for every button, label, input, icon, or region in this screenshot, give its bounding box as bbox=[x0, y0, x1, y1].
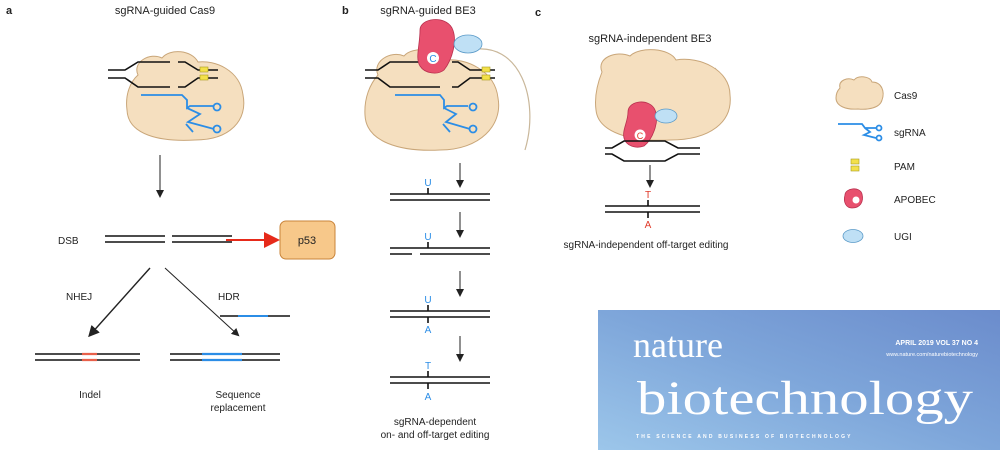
pam-icon bbox=[199, 74, 209, 81]
panel-letter-a: a bbox=[6, 5, 13, 17]
sgrna-loop bbox=[875, 124, 883, 132]
panel-letter-c: c bbox=[535, 7, 541, 19]
panel-c-title: sgRNA-independent BE3 bbox=[589, 33, 712, 45]
stage-4-dna bbox=[390, 371, 490, 389]
dsb-label: DSB bbox=[58, 236, 79, 247]
cas9-blob-icon bbox=[835, 76, 884, 110]
sgrna-loop bbox=[212, 124, 222, 134]
pam-icon bbox=[199, 66, 209, 73]
panel-a: a sgRNA-guided Cas9 DSB p53 NHEJ HDR Ind… bbox=[6, 5, 336, 414]
sgrna-icon bbox=[141, 94, 215, 133]
panel-b-title: sgRNA-guided BE3 bbox=[380, 5, 475, 17]
sgrna-loop bbox=[875, 134, 883, 142]
pam-icon bbox=[481, 74, 491, 81]
cover-title-biotechnology: biotechnology bbox=[637, 372, 973, 425]
stage-1-top-base: U bbox=[424, 178, 431, 189]
apobec-pocket bbox=[634, 129, 646, 141]
cover-tagline: THE SCIENCE AND BUSINESS OF BIOTECHNOLOG… bbox=[636, 434, 853, 440]
panel-a-title: sgRNA-guided Cas9 bbox=[115, 5, 215, 17]
p53-label: p53 bbox=[298, 235, 316, 247]
sgrna-icon bbox=[395, 94, 471, 133]
pam-icon bbox=[481, 66, 491, 73]
sgrna-loop bbox=[468, 102, 478, 112]
sgrna-loop bbox=[212, 102, 222, 112]
stage-3-dna bbox=[390, 305, 490, 323]
cover-background bbox=[598, 310, 1000, 450]
cas9-blob bbox=[595, 49, 731, 141]
edited-top-base: T bbox=[645, 190, 651, 201]
legend-label-apobec: APOBEC bbox=[894, 195, 936, 206]
edited-dna bbox=[605, 200, 700, 218]
apobec-pocket bbox=[852, 196, 860, 204]
hdr-arrow bbox=[164, 267, 240, 337]
nhej-arrow bbox=[88, 267, 151, 338]
panel-b: b sgRNA-guided BE3 C U U U A T A sgRNA-d… bbox=[342, 5, 531, 441]
apobec-base: C bbox=[637, 131, 644, 141]
stage-3-bottom-base: A bbox=[425, 325, 432, 336]
apobec-pocket bbox=[427, 52, 439, 64]
ugi-icon bbox=[453, 34, 483, 54]
dna-strand bbox=[605, 140, 700, 149]
nhej-label: NHEJ bbox=[66, 292, 92, 303]
dsb-dna bbox=[105, 235, 232, 243]
cas9-blob bbox=[364, 49, 500, 151]
panel-letter-b: b bbox=[342, 5, 349, 17]
panel-c: c sgRNA-independent BE3 C T A sgRNA-inde… bbox=[535, 7, 731, 251]
cas9-complex-a bbox=[108, 51, 245, 141]
stage-4-top-base: T bbox=[425, 361, 431, 372]
apobec-base: C bbox=[429, 54, 436, 65]
journal-cover: nature biotechnology THE SCIENCE AND BUS… bbox=[598, 310, 1000, 450]
sgrna-loop bbox=[468, 124, 478, 134]
linker bbox=[469, 48, 531, 151]
pam-icon bbox=[850, 165, 860, 172]
stage-3-top-base: U bbox=[424, 295, 431, 306]
sgrna-icon bbox=[838, 123, 877, 139]
ugi-icon bbox=[654, 108, 678, 124]
p53-box bbox=[279, 220, 336, 260]
stage-2-top-base: U bbox=[424, 232, 431, 243]
indel-site bbox=[82, 352, 97, 362]
stage-1-dna bbox=[390, 188, 490, 201]
indel-label: Indel bbox=[79, 390, 101, 401]
panel-c-caption: sgRNA-independent off-target editing bbox=[564, 240, 729, 251]
stage-4-bottom-base: A bbox=[425, 392, 432, 403]
legend-label-sgrna: sgRNA bbox=[894, 128, 926, 139]
ugi-icon bbox=[842, 229, 864, 243]
panel-b-caption-2: on- and off-target editing bbox=[381, 430, 490, 441]
hdr-label: HDR bbox=[218, 292, 240, 303]
cover-url: www.nature.com/naturebiotechnology bbox=[885, 352, 978, 358]
stage-2-dna bbox=[390, 242, 490, 255]
legend-label-pam: PAM bbox=[894, 162, 915, 173]
cas9-blob bbox=[126, 51, 245, 141]
cover-title-nature: nature bbox=[633, 325, 723, 365]
seq-replacement-label-1: Sequence bbox=[215, 390, 260, 401]
panel-b-caption-1: sgRNA-dependent bbox=[394, 417, 476, 428]
replaced-segment bbox=[202, 352, 242, 362]
cover-issue: APRIL 2019 VOL 37 NO 4 bbox=[895, 340, 978, 347]
apobec-icon bbox=[623, 101, 657, 148]
legend-label-ugi: UGI bbox=[894, 232, 912, 243]
pam-icon bbox=[850, 158, 860, 165]
legend-label-cas9: Cas9 bbox=[894, 91, 918, 102]
apobec-icon bbox=[417, 19, 455, 74]
dna-strand bbox=[605, 153, 700, 162]
seq-replacement-label-2: replacement bbox=[210, 403, 265, 414]
edited-bottom-base: A bbox=[645, 220, 652, 231]
legend: Cas9 sgRNA PAM APOBEC UGI bbox=[835, 76, 936, 243]
